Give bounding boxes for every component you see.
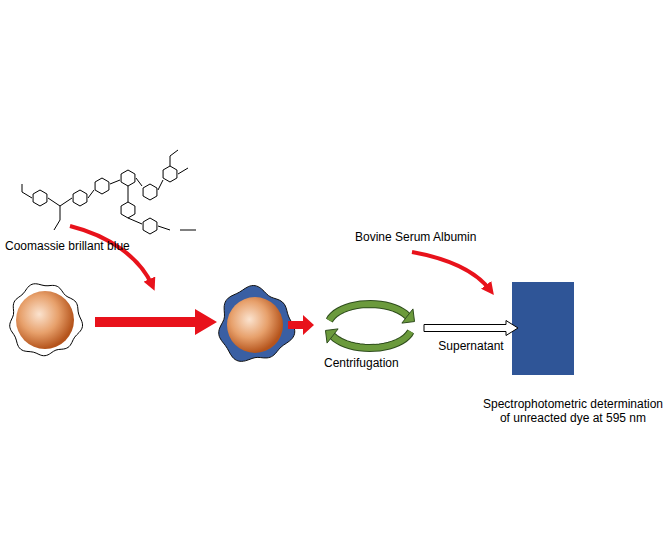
rotation-arc: [333, 331, 411, 348]
node-caption: Spectrophotometric determination of unre…: [482, 397, 664, 426]
rotation-arc: [333, 331, 411, 348]
cuvette: [512, 282, 574, 375]
reagent-arrow: [412, 252, 490, 290]
rotation-arc: [329, 304, 407, 321]
reagent-arrow: [70, 226, 152, 285]
reagent-label: Bovine Serum Albumin: [355, 230, 476, 244]
particle-core: [227, 297, 283, 353]
particle-core: [16, 291, 74, 349]
process-arrow: [288, 315, 314, 335]
coated-shell: [219, 286, 295, 362]
edge-label: Supernatant: [438, 339, 503, 353]
node-caption: Coomassie brillant blue: [5, 239, 130, 253]
arrow-head: [402, 309, 415, 323]
arrow-head: [325, 329, 338, 343]
dye-structure-node: Coomassie brillant blue: [15, 160, 205, 235]
dye-structure: [22, 150, 196, 234]
centrifuge-arrows: [318, 298, 422, 354]
particle-shell: [10, 284, 83, 356]
rotation-arc: [329, 304, 407, 321]
centrifuge-node: Centrifugation: [318, 298, 422, 354]
node-caption: Centrifugation: [324, 356, 399, 370]
process-arrow: [95, 309, 217, 335]
hollow-arrow: [424, 321, 518, 336]
cuvette-node: Spectrophotometric determination of unre…: [512, 282, 574, 375]
